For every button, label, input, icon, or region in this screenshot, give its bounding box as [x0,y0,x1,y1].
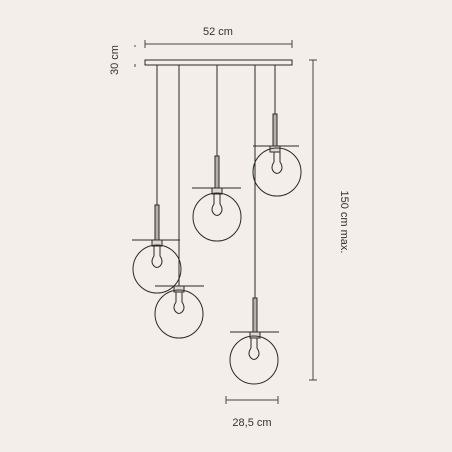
pendant-lamp-1 [132,204,182,294]
pendant-lamp-3 [192,155,242,242]
max-height-label: 150 cm max. [338,191,350,254]
ceiling-canopy [144,59,293,66]
width-dimension [144,40,293,48]
max-height-dimension [309,59,317,381]
pendant-lamp-5 [252,113,302,197]
pendant-lamp-4 [229,297,279,385]
width-label: 52 cm [203,26,233,38]
canopy-height-label: 30 cm [109,45,121,75]
globe-diameter-label: 28,5 cm [232,417,271,429]
globe-diameter-dimension [225,396,279,404]
pendant-lamp-2 [154,285,204,339]
